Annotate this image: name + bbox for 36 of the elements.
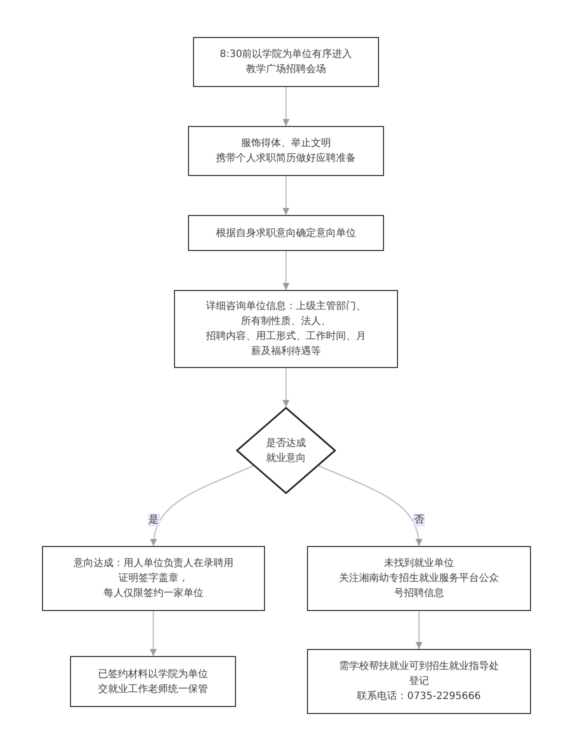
edge-label: 是 [148, 514, 160, 526]
decision-text: 是否达成就业意向 [265, 436, 307, 466]
process-box [188, 215, 384, 251]
step-text: 根据自身求职意向确定意向单位 [216, 226, 356, 240]
decision-diamond [236, 407, 336, 494]
process-box [193, 37, 379, 87]
process-box [307, 649, 531, 714]
process-box [174, 290, 398, 368]
arrow [150, 465, 254, 546]
edge-label: 否 [413, 514, 425, 526]
step-text: 招聘内容、用工形式、工作时间、月薪及福利待遇等 [205, 330, 367, 359]
arrow [318, 465, 422, 546]
process-box [188, 126, 384, 176]
arrow [282, 251, 290, 290]
step-text: 教学广场招聘会场 [246, 62, 326, 77]
step-text: 意向达成：用人单位负责人在录聘用证明签字盖章， [72, 556, 234, 586]
process-box [70, 656, 236, 707]
step-text: 所有制性质、法人、 [241, 314, 331, 329]
step-text: 未找到就业单位 [384, 556, 454, 571]
step-text: 关注湘南幼专招生就业服务平台公众号招聘信息 [338, 572, 500, 601]
process-box [307, 546, 531, 611]
step-text: 服饰得体、举止文明 [241, 136, 331, 151]
process-box [42, 546, 265, 611]
arrow [282, 87, 290, 126]
step-text: 详细咨询单位信息：上级主管部门、 [206, 300, 366, 314]
step-text: 需学校帮扶就业可到招生就业指导处登记 [338, 660, 500, 689]
arrow [282, 368, 290, 407]
step-text: 携带个人求职简历做好应聘准备 [216, 152, 356, 166]
arrow [282, 176, 290, 215]
step-text: 8:30前以学院为单位有序进入 [220, 48, 352, 62]
step-text: 交就业工作老师统一保管 [98, 682, 208, 696]
step-text: 已签约材料以学院为单位 [98, 668, 208, 682]
arrow [150, 611, 157, 656]
step-text: 每人仅限签约一家单位 [104, 586, 204, 601]
step-text: 联系电话：0735-2295666 [357, 690, 481, 704]
arrow [416, 611, 422, 649]
